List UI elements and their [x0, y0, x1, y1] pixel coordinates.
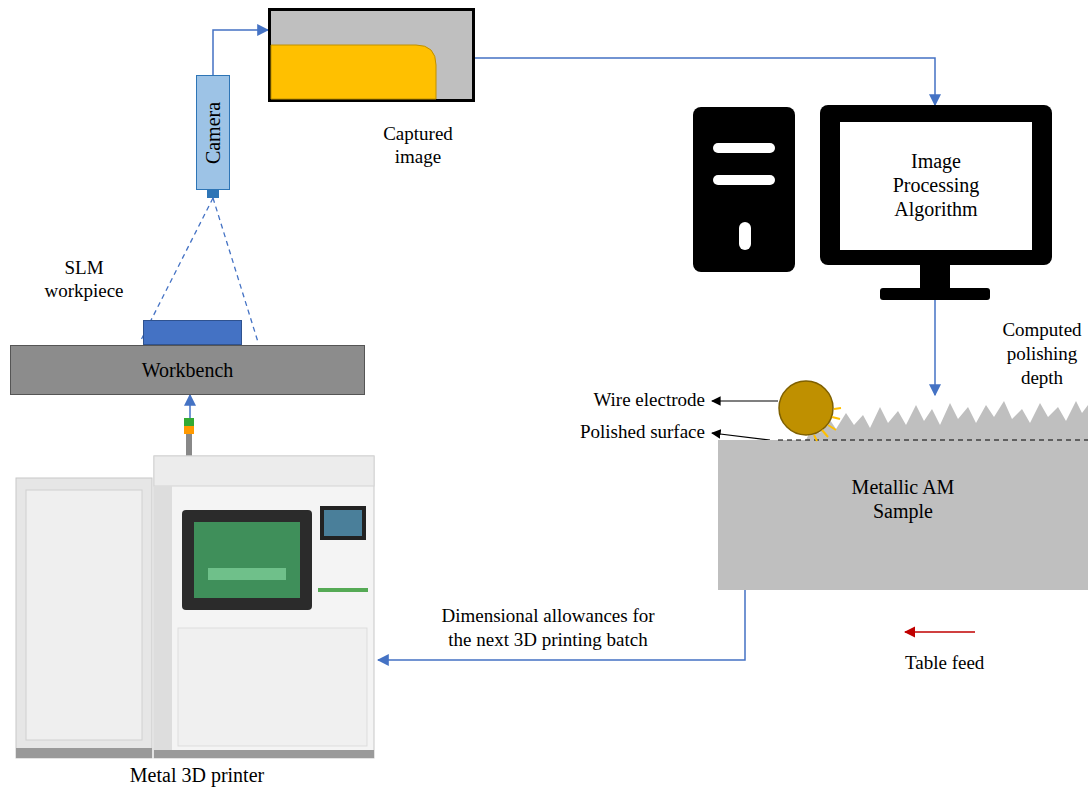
- signal-light: [184, 418, 194, 426]
- workpiece-label: SLM workpiece: [39, 257, 129, 303]
- printer-top-band: [154, 456, 374, 486]
- power-button: [739, 222, 751, 250]
- callout-label: Wire electrode: [593, 389, 705, 412]
- workpiece-box: SLM workpiece: [143, 320, 242, 345]
- workbench-box: Workbench: [10, 345, 365, 395]
- leader-line: [712, 400, 778, 401]
- signal-pole: [186, 434, 192, 456]
- callout-label: Polished surface: [580, 421, 705, 444]
- part-silhouette: [271, 45, 436, 99]
- target-surface-line: [778, 439, 1088, 440]
- spark: [832, 417, 840, 419]
- monitor-base: [880, 288, 990, 300]
- status-bar: [318, 588, 368, 592]
- sample-body: [718, 401, 1088, 590]
- connector-arrow: [934, 300, 936, 395]
- touch-screen: [320, 506, 366, 540]
- spark: [828, 425, 836, 430]
- connector-arrow: [378, 590, 745, 660]
- edge-label: Dimensional allowances for the next 3D p…: [428, 604, 668, 652]
- printer-body: [154, 456, 374, 758]
- monitor-frame: [820, 105, 1052, 265]
- connector-arrow: [189, 395, 191, 418]
- cabinet-base: [16, 748, 152, 758]
- workbench-label: Workbench: [11, 358, 364, 382]
- sample-label: Metallic AM Sample: [838, 475, 968, 523]
- leader-line: [712, 433, 770, 440]
- spark-lines: [814, 408, 841, 441]
- am-sample: Metallic AM Sample: [718, 395, 1088, 590]
- computer-tower: [693, 107, 795, 272]
- touch-screen-display: [324, 510, 362, 536]
- printer-drawing: [12, 418, 378, 790]
- connector-arrow: [475, 58, 935, 105]
- spark: [814, 435, 817, 441]
- feed-arrow: [905, 631, 975, 633]
- drive-slot: [713, 175, 775, 185]
- metal-3d-printer: Metal 3D printer: [12, 418, 378, 790]
- lower-door: [178, 628, 367, 746]
- spark: [822, 430, 828, 437]
- algorithm-label: Image Processing Algorithm: [876, 149, 996, 221]
- spark: [834, 408, 841, 409]
- image-caption: Captured image: [368, 123, 468, 169]
- chamber-window-frame: [182, 510, 312, 610]
- camera-box: Camera: [196, 75, 230, 190]
- printer-cabinet: [16, 478, 152, 758]
- monitor-neck: [920, 265, 950, 289]
- printer-side-band: [154, 486, 172, 750]
- connector-arrow: [213, 30, 268, 75]
- cabinet-panel: [26, 490, 142, 740]
- monitor-screen: [840, 122, 1032, 250]
- printer-caption: Metal 3D printer: [72, 763, 322, 787]
- drive-slot: [713, 143, 775, 153]
- computer-monitor: Image Processing Algorithm: [820, 105, 1052, 300]
- edge-label: Computed polishing depth: [1000, 318, 1084, 389]
- captured-image-drawing: [271, 11, 472, 99]
- printer-base: [154, 750, 374, 758]
- chamber-light: [208, 568, 286, 580]
- callout-label: Table feed: [905, 652, 984, 675]
- camera-lens: [207, 190, 219, 198]
- chamber-window: [194, 522, 300, 598]
- wire-electrode: [779, 381, 833, 435]
- signal-light: [184, 426, 194, 434]
- camera-label: Camera: [201, 101, 225, 163]
- captured-image-box: Captured image: [268, 8, 475, 102]
